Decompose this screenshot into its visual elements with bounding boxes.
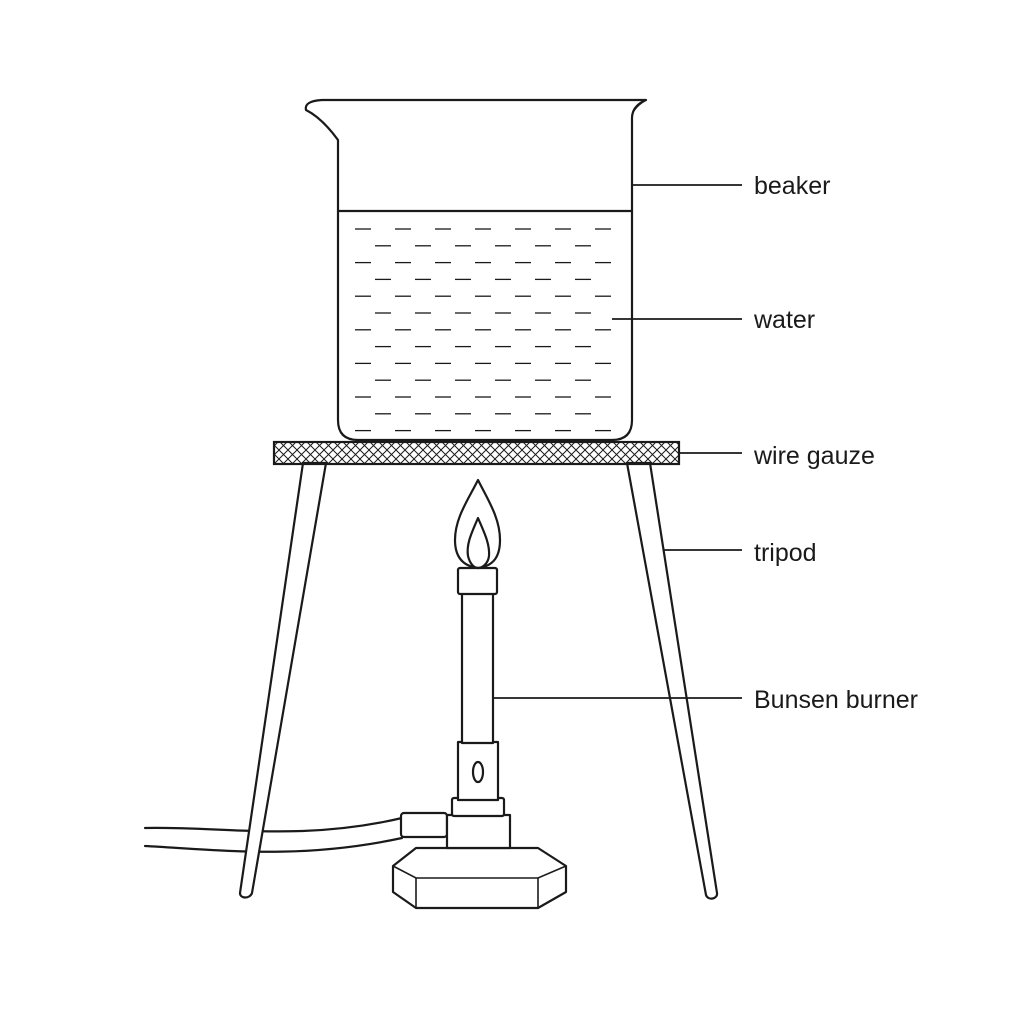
label-bunsen-burner: Bunsen burner [754,686,918,714]
beaker [304,98,648,442]
bunsen-burner [391,566,568,910]
label-tripod: tripod [754,539,817,567]
inner-flame [466,516,491,570]
air-hole [471,760,485,784]
air-regulator [456,740,500,802]
label-beaker: beaker [754,172,830,200]
flame [453,478,502,570]
gas-tube [143,811,449,853]
burner-collar [445,813,512,850]
tripod-leg-right [625,461,719,900]
label-water: water [753,306,815,334]
label-wire-gauze: wire gauze [753,442,875,470]
wire-gauze [272,440,681,466]
leader-lines [493,184,742,699]
tripod-leg-left [238,461,328,899]
outer-flame [453,478,502,570]
labels: beaker water wire gauze tripod Bunsen bu… [753,172,918,714]
burner-top [456,566,499,596]
water [336,209,634,432]
burner-barrel [460,591,495,745]
tube-connector [399,811,449,839]
water-dashes [355,228,611,432]
tripod [238,461,719,900]
